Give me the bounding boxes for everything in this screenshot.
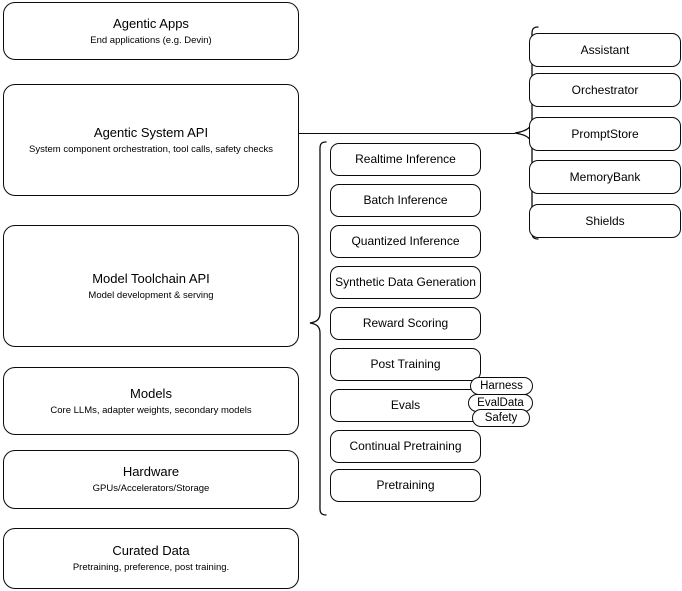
layer-hardware[interactable]: Hardware GPUs/Accelerators/Storage <box>3 450 299 509</box>
layer-subtitle: Core LLMs, adapter weights, secondary mo… <box>50 404 252 416</box>
eval-tag-safety[interactable]: Safety <box>472 409 530 427</box>
layer-title: Agentic System API <box>93 124 209 140</box>
capability-continual-pretraining[interactable]: Continual Pretraining <box>330 430 481 463</box>
layer-title: Model Toolchain API <box>92 270 210 286</box>
capability-batch-inference[interactable]: Batch Inference <box>330 184 481 217</box>
eval-tag-harness[interactable]: Harness <box>470 377 533 395</box>
connector-system-api-to-components <box>299 133 515 134</box>
layer-subtitle: System component orchestration, tool cal… <box>29 143 273 155</box>
layer-agentic-apps[interactable]: Agentic Apps End applications (e.g. Devi… <box>3 2 299 60</box>
layer-subtitle: End applications (e.g. Devin) <box>90 34 212 46</box>
capability-evals[interactable]: Evals <box>330 389 481 422</box>
capability-synthetic-data-generation[interactable]: Synthetic Data Generation <box>330 266 481 299</box>
capability-realtime-inference[interactable]: Realtime Inference <box>330 143 481 176</box>
layer-title: Models <box>130 385 172 401</box>
layer-curated-data[interactable]: Curated Data Pretraining, preference, po… <box>3 528 299 589</box>
layer-subtitle: GPUs/Accelerators/Storage <box>92 483 210 494</box>
layer-title: Hardware <box>122 464 180 479</box>
layer-subtitle: Model development & serving <box>88 289 214 301</box>
component-assistant[interactable]: Assistant <box>529 33 681 67</box>
component-orchestrator[interactable]: Orchestrator <box>529 73 681 107</box>
layer-model-toolchain-api[interactable]: Model Toolchain API Model development & … <box>3 225 299 347</box>
layer-models[interactable]: Models Core LLMs, adapter weights, secon… <box>3 367 299 435</box>
component-shields[interactable]: Shields <box>529 204 681 238</box>
layer-agentic-system-api[interactable]: Agentic System API System component orch… <box>3 84 299 196</box>
capability-pretraining[interactable]: Pretraining <box>330 469 481 502</box>
layer-title: Curated Data <box>112 543 190 558</box>
brace-toolchain <box>301 141 327 516</box>
layer-title: Agentic Apps <box>113 15 189 31</box>
component-promptstore[interactable]: PromptStore <box>529 117 681 151</box>
layer-subtitle: Pretraining, preference, post training. <box>72 562 230 573</box>
capability-quantized-inference[interactable]: Quantized Inference <box>330 225 481 258</box>
capability-post-training[interactable]: Post Training <box>330 348 481 381</box>
capability-reward-scoring[interactable]: Reward Scoring <box>330 307 481 340</box>
component-memorybank[interactable]: MemoryBank <box>529 160 681 194</box>
eval-tag-evaldata[interactable]: EvalData <box>468 394 533 412</box>
